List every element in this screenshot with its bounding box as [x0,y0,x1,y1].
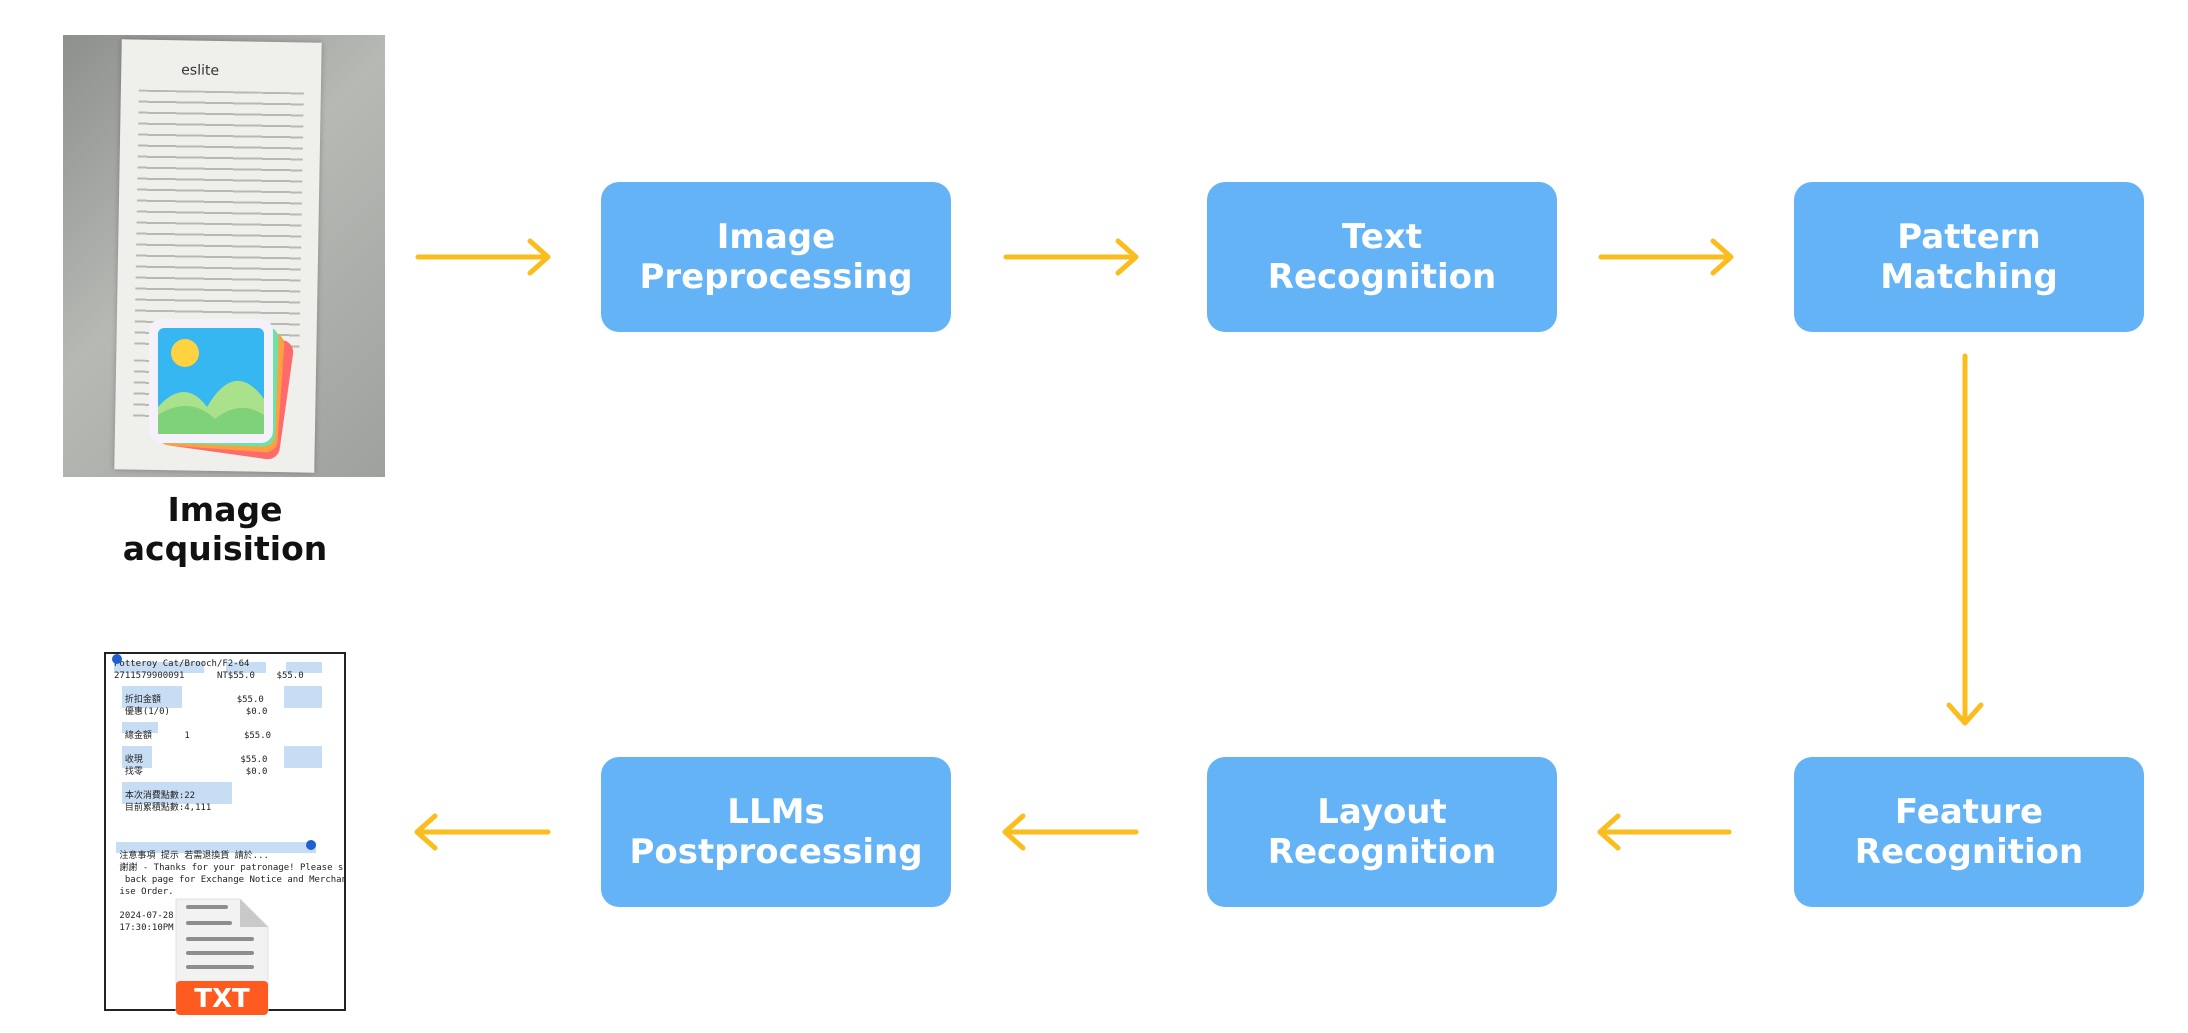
stage-label: Feature Recognition [1854,792,2084,872]
anchor-dot [306,840,316,850]
input-caption: Image acquisition [122,490,328,568]
receipt-brand: eslite [181,62,220,79]
stage-label: Layout Recognition [1267,792,1497,872]
highlight-region [122,686,182,708]
txt-badge-label: TXT [194,984,250,1014]
stage-label: LLMs Postprocessing [629,792,923,872]
arrow-text-to-pattern [1598,238,1734,276]
arrow-pattern-to-feature [1946,353,1984,726]
stage-llms-postprocessing: LLMs Postprocessing [601,757,951,907]
highlight-region [122,722,158,733]
anchor-dot [112,654,122,664]
highlight-region [284,746,322,768]
arrow-acquisition-to-preprocessing [415,238,551,276]
highlight-region [286,662,322,673]
stage-text-recognition: Text Recognition [1207,182,1557,332]
arrow-feature-to-layout [1597,813,1732,851]
stage-layout-recognition: Layout Recognition [1207,757,1557,907]
txt-file-icon: TXT [175,898,269,1015]
gallery-image-icon [149,319,294,460]
arrow-preprocessing-to-text [1003,238,1139,276]
highlight-region [122,782,232,804]
stage-pattern-matching: Pattern Matching [1794,182,2144,332]
arrow-layout-to-llm [1002,813,1139,851]
stage-image-preprocessing: Image Preprocessing [601,182,951,332]
arrow-llm-to-output [414,813,551,851]
document-text: Potteroy Cat/Brooch/F2-64 2711579900091 … [114,659,344,933]
highlight-region [114,662,204,673]
highlight-region [116,842,316,853]
stage-label: Text Recognition [1267,217,1497,297]
highlight-region [122,746,152,768]
highlight-region [284,686,322,708]
stage-label: Pattern Matching [1880,217,2058,297]
stage-label: Image Preprocessing [639,217,913,297]
highlight-region [226,662,266,673]
receipt-text-lines [134,89,304,353]
stage-feature-recognition: Feature Recognition [1794,757,2144,907]
